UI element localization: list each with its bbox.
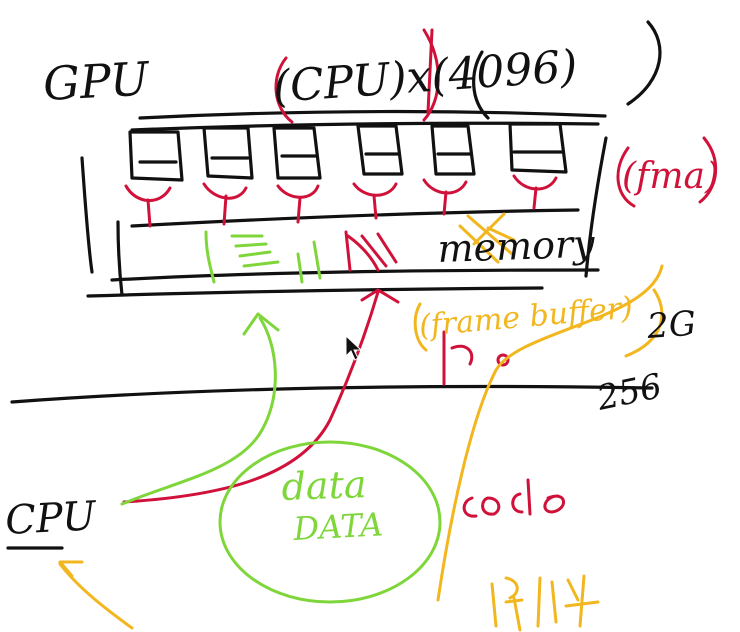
core-box-2 [202,126,254,180]
bus-line [10,384,654,404]
memory-bottom-line [110,268,600,282]
fma-label: (fma) [622,156,719,197]
core-box-1 [128,130,184,182]
gpu-bottom-line [86,286,544,298]
data-upper-label: DATA [291,505,384,548]
gpu-right-edge [584,136,608,278]
fma-unit-3 [276,184,320,224]
fma-unit-2 [202,182,248,226]
mouse-pointer-icon [345,334,363,361]
fma-unit-6 [512,174,558,210]
data-label: data [281,462,367,509]
size-2g-label: 2G [645,304,697,347]
cpu-times-4096-label: (CPU)x(4096) [271,41,579,113]
fma-unit-1 [124,184,172,228]
memory-label: memory [437,222,596,271]
code-flow-line [436,264,664,602]
data-ellipse [218,440,442,604]
gpu-left-edge [80,156,94,274]
io-to-cpu-arrow [58,562,134,630]
size-256-label: 256 [593,366,666,419]
core-box-6 [508,122,568,174]
fma-unit-4 [352,182,398,220]
data-flow-arrow [120,316,277,506]
core-box-3 [272,126,322,180]
cpu-to-gpu-arrow [122,290,380,504]
core-box-5 [430,124,476,176]
fma-unit-5 [422,178,468,216]
core-box-4 [356,124,404,176]
memory-top-line [130,208,580,228]
frame-buffer-label: (frame buffer) [418,290,635,344]
gpu-label: GPU [42,51,153,111]
gpu-top-line [138,109,607,120]
memory-left-edge [116,220,124,297]
cpu-label: CPU [4,493,98,544]
